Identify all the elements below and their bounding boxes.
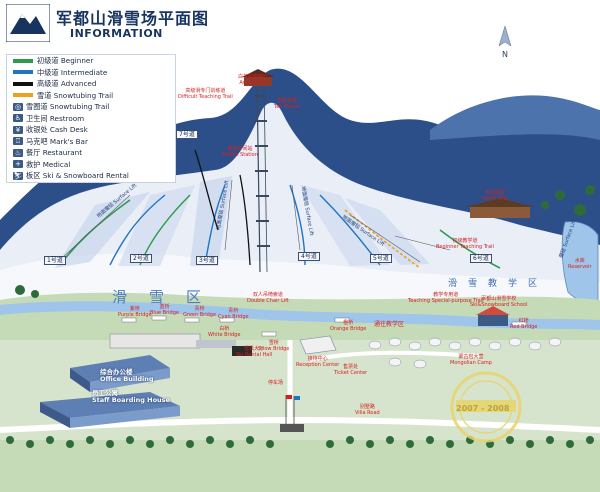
legend-item-cash-desk: ¥ 收银处 Cash Desk bbox=[7, 124, 175, 136]
restroom-icon: ♿ bbox=[13, 114, 23, 123]
legend-item-snow-trail: 雪道 Snowtubing Trail bbox=[7, 90, 175, 102]
medical-icon: + bbox=[13, 160, 23, 169]
double-chair-lift bbox=[256, 81, 261, 273]
legend-item-rental: ⛷ 板区 Ski & Snowboard Rental bbox=[13, 171, 129, 180]
commemorative-stamp bbox=[450, 371, 522, 443]
bar-icon: ♖ bbox=[13, 137, 23, 146]
lift-towers bbox=[254, 95, 270, 247]
legend-item-restroom: ♿ 卫生间 Restroom bbox=[13, 113, 85, 123]
legend-item-snowtubing: ◎ 雪圈道 Snowtubing Trail bbox=[13, 102, 110, 111]
wood-villas bbox=[466, 198, 534, 218]
trail-blue-1 bbox=[109, 194, 166, 266]
stamp-years: 2007 - 2008 bbox=[456, 404, 510, 413]
teaching-area-label: 滑雪教学区 bbox=[448, 279, 549, 289]
trail-orange bbox=[344, 209, 421, 269]
trail-sign-5: 5号道 bbox=[370, 254, 392, 263]
reception-shape bbox=[299, 335, 337, 355]
river bbox=[0, 301, 600, 330]
legend-item-bar: ♖ 马克吧 Mark's Bar bbox=[13, 136, 88, 146]
entrance-flags bbox=[280, 395, 304, 432]
orange-trail-icon bbox=[13, 93, 33, 98]
legend-item-medical: + 救护 Medical bbox=[7, 159, 175, 171]
legend-item-beginner: 初级道 Beginner bbox=[7, 55, 175, 67]
mongolian-yurts bbox=[368, 337, 562, 369]
trail-black-main bbox=[239, 174, 251, 266]
trail-sign-2: 2号道 bbox=[130, 254, 152, 263]
trail-sign-4: 4号道 bbox=[298, 252, 320, 261]
cash-desk-icon: ¥ bbox=[13, 125, 23, 134]
trees bbox=[6, 185, 595, 448]
label-to-teaching-area: 通往教学区 bbox=[374, 321, 405, 328]
legend-item-advanced: 高级道 Advanced bbox=[7, 78, 175, 90]
map-title-cn: 军都山滑雪场平面图 bbox=[56, 9, 210, 28]
trail-green-6 bbox=[439, 229, 501, 269]
map-title-en: INFORMATION bbox=[70, 27, 163, 40]
legend-item-restaurant: ♨ 餐厅 Restaurant bbox=[13, 148, 83, 157]
trail-sign-7: 7号道 bbox=[176, 130, 198, 139]
green-trail-icon bbox=[13, 58, 33, 63]
trail-black-7 bbox=[194, 149, 219, 231]
north-label: N bbox=[502, 50, 508, 59]
snowtubing-icon: ◎ bbox=[13, 102, 23, 111]
villa-road bbox=[0, 416, 600, 433]
ski-school-building bbox=[478, 314, 508, 326]
bridges bbox=[121, 315, 527, 337]
rental-icon: ⛷ bbox=[13, 171, 23, 180]
legend-item-intermediate: 中级道 Intermediate bbox=[7, 67, 175, 79]
north-arrow-icon: N bbox=[498, 25, 512, 59]
aries-cafe-building bbox=[244, 76, 272, 86]
resort-logo bbox=[6, 4, 50, 42]
label-parking: 停车场 bbox=[268, 380, 284, 386]
blue-trail-icon bbox=[13, 70, 33, 75]
trail-sign-6: 6号道 bbox=[470, 254, 492, 263]
black-trail-icon bbox=[13, 81, 33, 86]
ski-area-label: 滑雪区 bbox=[112, 288, 224, 306]
office-building-shape bbox=[70, 355, 170, 382]
staff-house-shape bbox=[40, 392, 180, 418]
rental-hall-shape bbox=[109, 333, 201, 349]
trail-sign-3: 3号道 bbox=[196, 256, 218, 265]
restaurant-icon: ♨ bbox=[13, 148, 23, 157]
trail-sign-1: 1号道 bbox=[44, 256, 66, 265]
map-legend: 初级道 Beginner 中级道 Intermediate 高级道 Advanc… bbox=[6, 54, 176, 183]
